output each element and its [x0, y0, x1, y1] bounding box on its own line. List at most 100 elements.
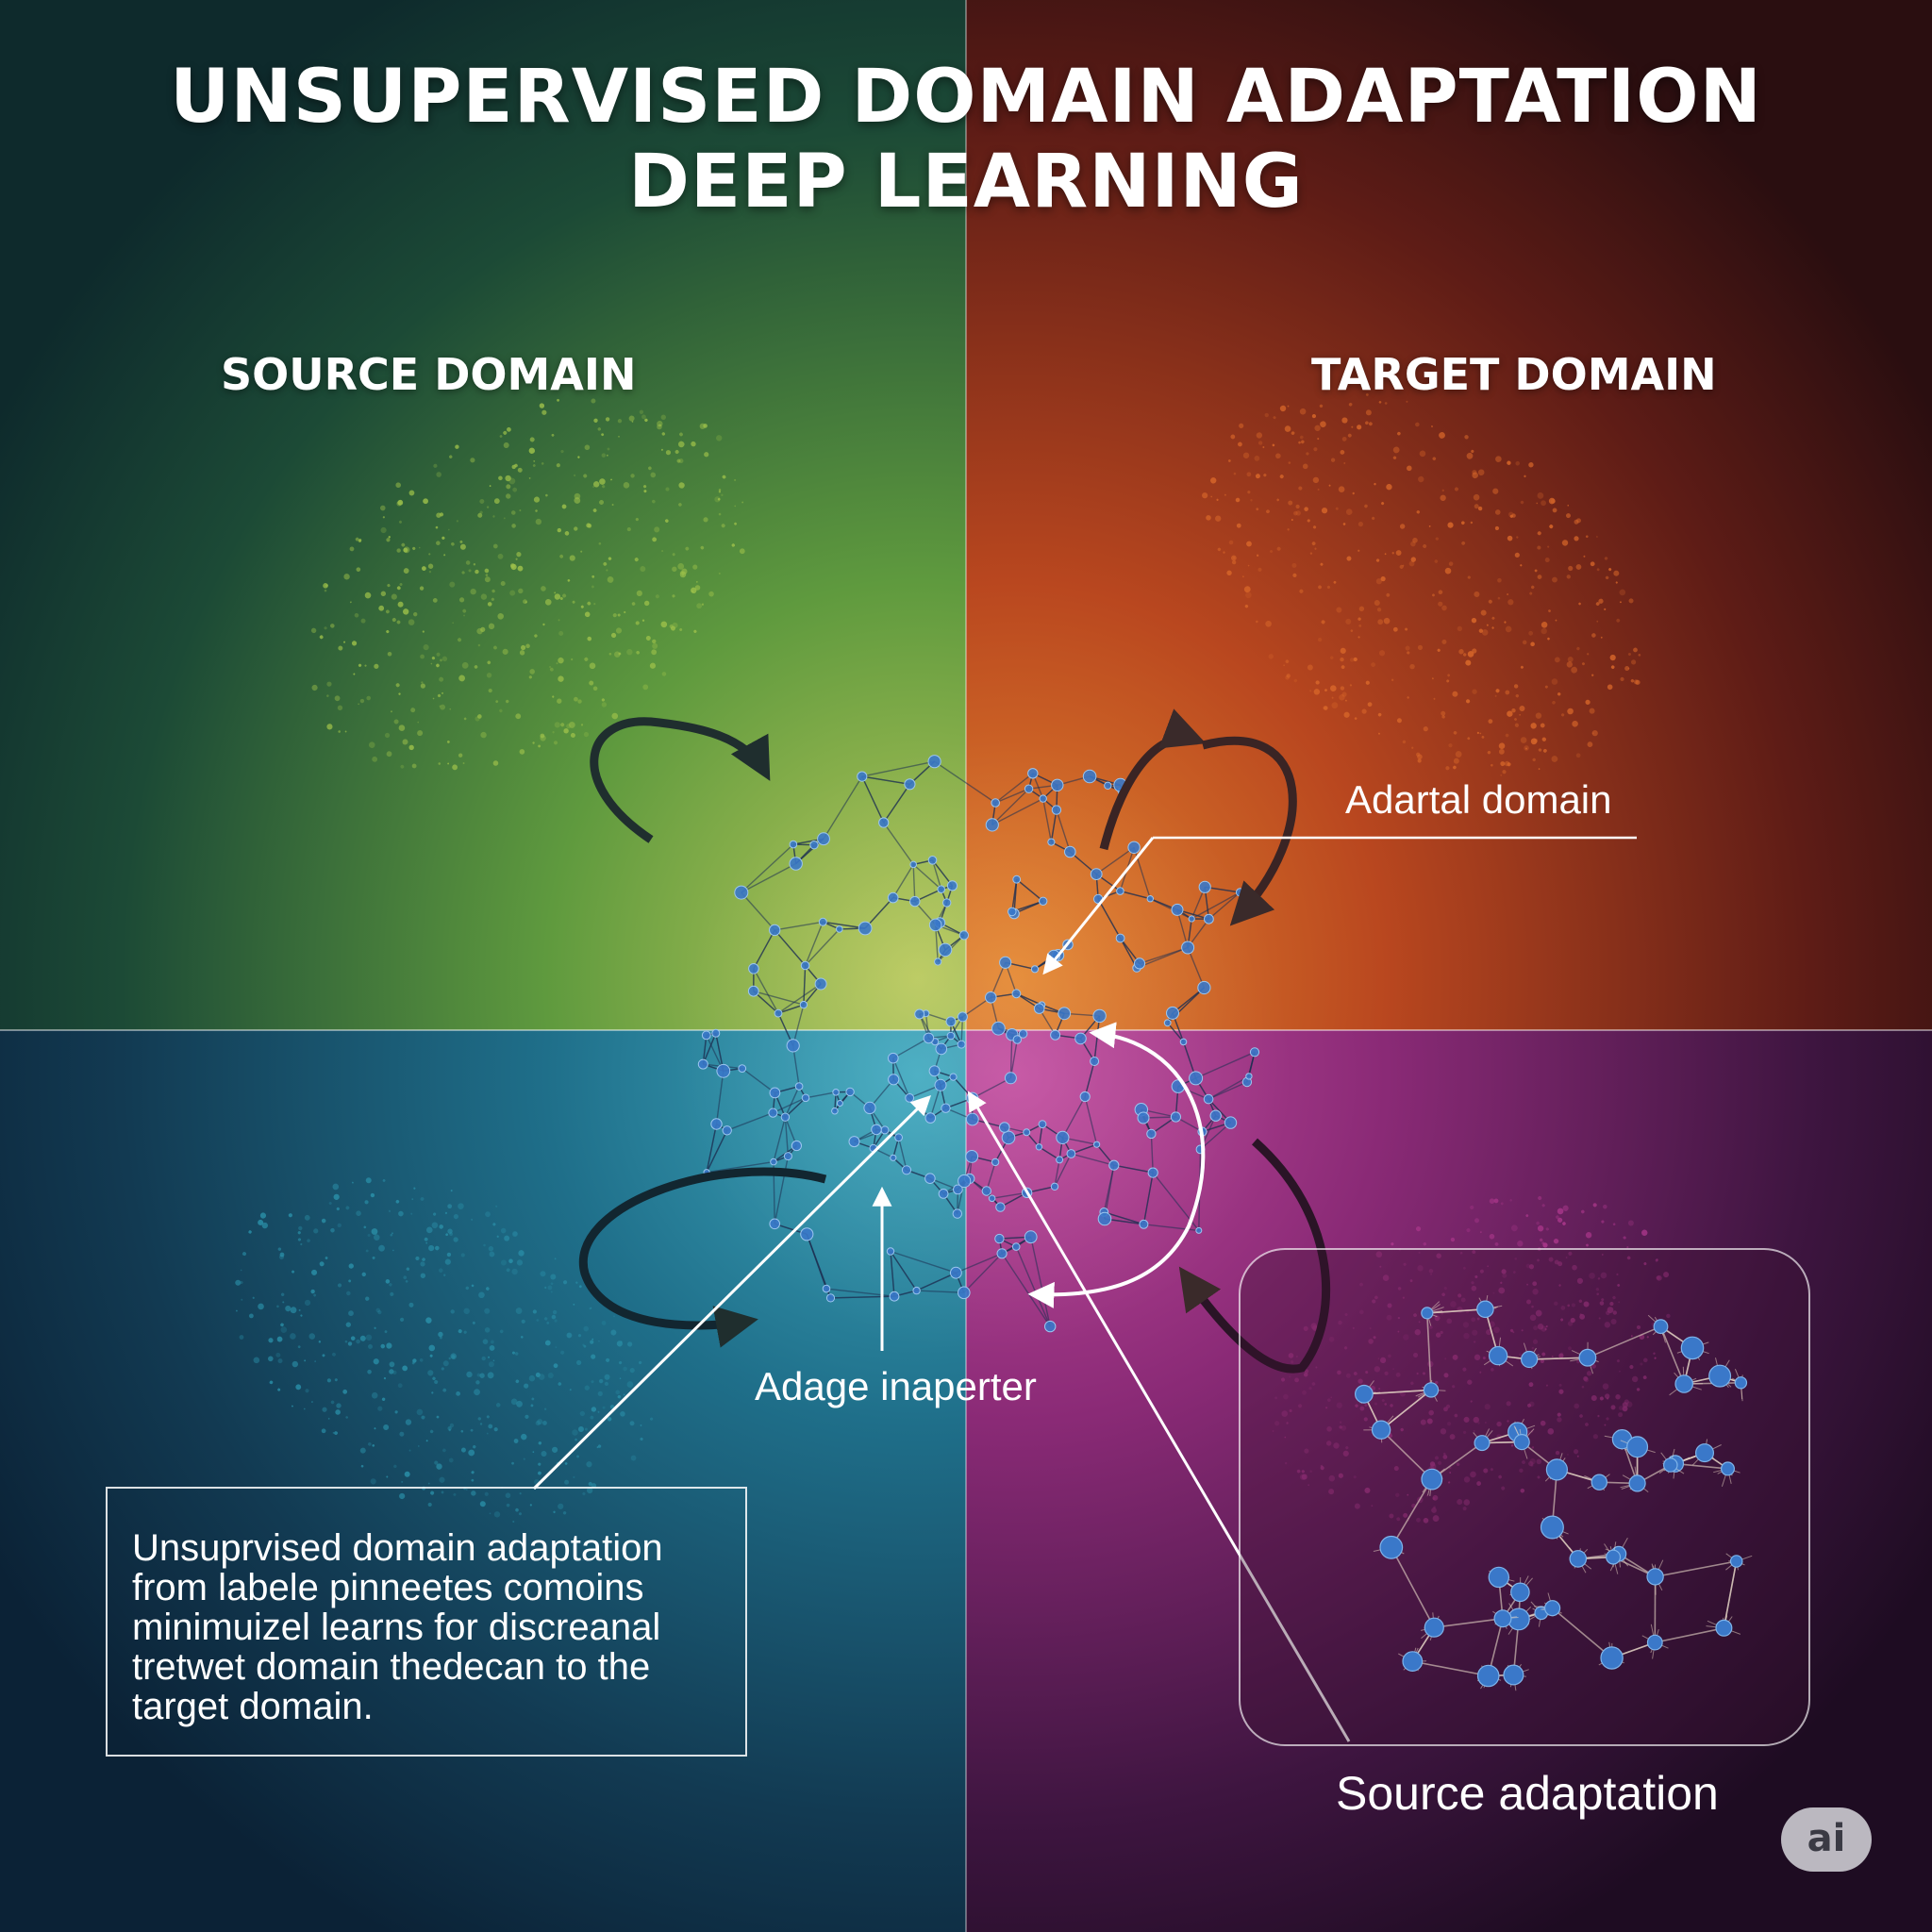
particle [1565, 513, 1571, 519]
particle [470, 588, 476, 595]
particle [1548, 497, 1556, 505]
particle [1357, 636, 1360, 639]
particle [1256, 554, 1259, 557]
network-node [927, 755, 941, 769]
particle [558, 675, 564, 682]
particle [488, 688, 492, 693]
particle [734, 505, 737, 508]
particle [458, 638, 462, 642]
particle [640, 566, 646, 573]
particle [1275, 453, 1281, 459]
particle [1415, 422, 1420, 427]
particle [1326, 585, 1331, 589]
particle [520, 644, 526, 651]
particle [676, 458, 681, 463]
particle [1295, 510, 1301, 516]
particle [397, 499, 404, 506]
particle [1314, 425, 1321, 432]
particle [1230, 555, 1237, 561]
network-node [832, 1089, 840, 1096]
network-node [768, 1108, 778, 1118]
particle [1392, 456, 1397, 459]
particle [401, 542, 406, 547]
target-domain-label: TARGET DOMAIN [1311, 349, 1717, 400]
particle [1245, 591, 1252, 599]
particle [558, 657, 564, 664]
particle [516, 552, 522, 558]
particle [1224, 493, 1226, 496]
particle [1461, 521, 1465, 525]
network-node [789, 857, 803, 871]
network-node [716, 1063, 731, 1078]
particle [1445, 766, 1450, 771]
particle [488, 623, 495, 630]
particle [572, 600, 575, 604]
inset-node-core [1653, 1319, 1669, 1335]
particle [559, 596, 563, 600]
particle [541, 586, 546, 591]
particle [387, 651, 392, 657]
particle [1464, 435, 1469, 440]
particle [324, 626, 327, 630]
particle [1318, 585, 1322, 590]
network-node [801, 1093, 810, 1103]
network-node [1146, 1128, 1157, 1140]
network-node [1163, 1019, 1172, 1027]
inset-node-core [1488, 1345, 1508, 1366]
particle [484, 576, 491, 583]
particle [1616, 618, 1621, 623]
particle [692, 564, 698, 570]
particle [412, 611, 418, 617]
particle [519, 650, 525, 656]
particle [1541, 737, 1547, 741]
particle [439, 705, 441, 708]
network-node [888, 1074, 900, 1086]
particle [574, 696, 578, 702]
particle [385, 609, 390, 614]
particle [672, 594, 675, 598]
particle [491, 597, 494, 601]
particle [459, 540, 463, 543]
particle [535, 509, 538, 512]
particle [1554, 657, 1560, 663]
particle [1537, 545, 1541, 550]
particle [1575, 564, 1582, 570]
particle [1532, 758, 1536, 762]
particle [636, 650, 640, 655]
network-node [734, 885, 749, 900]
particle [1504, 760, 1510, 767]
particle [458, 675, 466, 682]
network-node [945, 1016, 957, 1027]
network-node [748, 963, 759, 974]
particle [652, 642, 658, 649]
network-node [817, 832, 830, 846]
particle [436, 541, 441, 545]
particle [641, 414, 646, 420]
particle [1567, 657, 1574, 663]
particle [495, 700, 499, 704]
particle [708, 591, 714, 597]
network-node [1127, 841, 1141, 854]
network-node [878, 817, 890, 828]
particle [427, 563, 434, 569]
particle [718, 572, 721, 575]
particle [592, 686, 598, 691]
inset-node-core [1628, 1474, 1646, 1492]
particle [349, 546, 355, 552]
particle [1227, 459, 1231, 462]
particle [678, 482, 685, 489]
particle [1300, 435, 1304, 440]
network-node [786, 1039, 800, 1053]
particle [1604, 557, 1608, 560]
network-node [909, 860, 918, 869]
particle [511, 524, 516, 528]
particle [1298, 441, 1301, 444]
particle [395, 482, 401, 489]
particle [532, 464, 536, 467]
particle [435, 525, 439, 529]
inset-node-core [1503, 1664, 1524, 1686]
particle [685, 546, 690, 551]
particle [1507, 593, 1508, 595]
particle [1591, 730, 1598, 737]
particle [1399, 524, 1406, 529]
